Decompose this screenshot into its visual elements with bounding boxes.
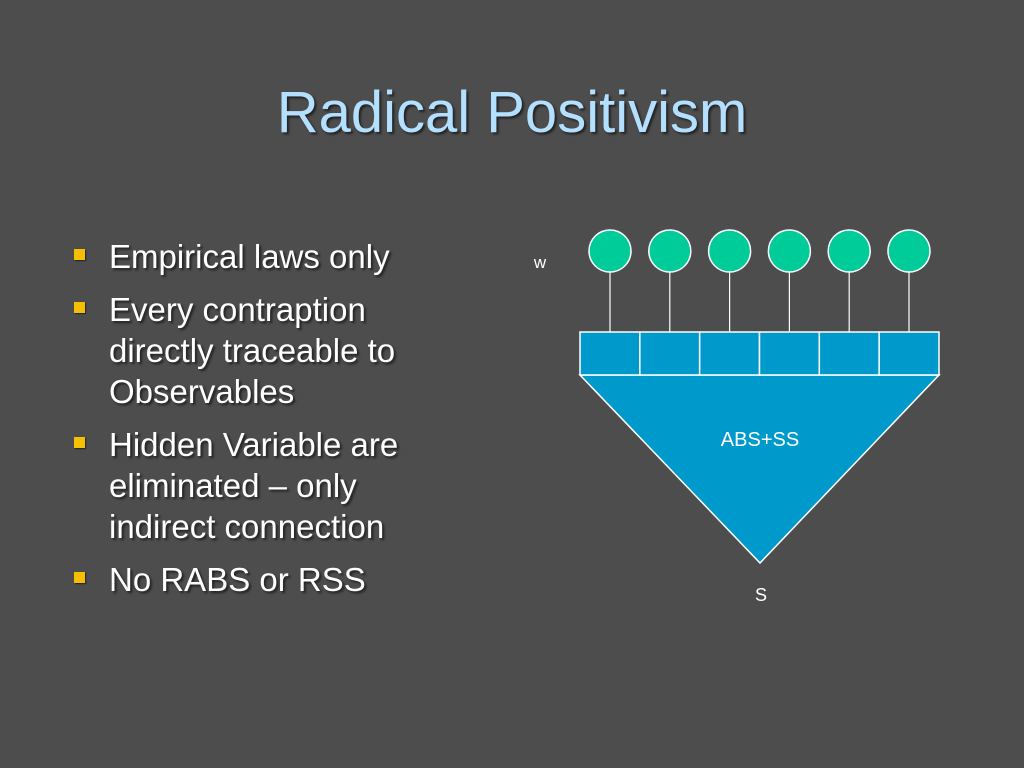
- cell-box: [818, 331, 880, 376]
- cell-row: [579, 331, 940, 376]
- bullet-item: Hidden Variable are eliminated – only in…: [72, 424, 472, 547]
- funnel-triangle: [578, 374, 941, 565]
- bullet-square-icon: [74, 302, 85, 313]
- bullet-square-icon: [74, 572, 85, 583]
- node-circle: [767, 229, 812, 273]
- node-row: [588, 229, 931, 273]
- bullet-text: Every contraption directly traceable to …: [109, 291, 396, 410]
- node-circle: [827, 229, 871, 273]
- node-circle: [887, 229, 931, 273]
- cell-box: [758, 331, 821, 376]
- node-circle: [588, 229, 632, 273]
- node-circle: [648, 229, 692, 273]
- cell-box: [579, 331, 641, 376]
- bullet-item: No RABS or RSS: [72, 559, 472, 600]
- bullet-text: Hidden Variable are eliminated – only in…: [109, 426, 399, 545]
- bullet-list: Empirical laws only Every contraption di…: [72, 236, 472, 612]
- cell-box: [698, 331, 761, 376]
- node-connector-lines: [609, 272, 910, 332]
- cell-box: [639, 331, 701, 376]
- s-label: S: [755, 585, 767, 605]
- slide-title: Radical Positivism: [276, 80, 748, 145]
- w-label: w: [533, 253, 547, 272]
- abs-ss-label: ABS+SS: [721, 429, 799, 451]
- bullet-text: Empirical laws only: [109, 238, 390, 275]
- bullet-square-icon: [74, 249, 85, 260]
- cell-box: [878, 331, 940, 376]
- bullet-item: Every contraption directly traceable to …: [72, 289, 472, 412]
- bullet-text: No RABS or RSS: [109, 561, 366, 598]
- bullet-square-icon: [74, 437, 85, 448]
- bullet-item: Empirical laws only: [72, 236, 472, 277]
- node-circle: [707, 229, 752, 273]
